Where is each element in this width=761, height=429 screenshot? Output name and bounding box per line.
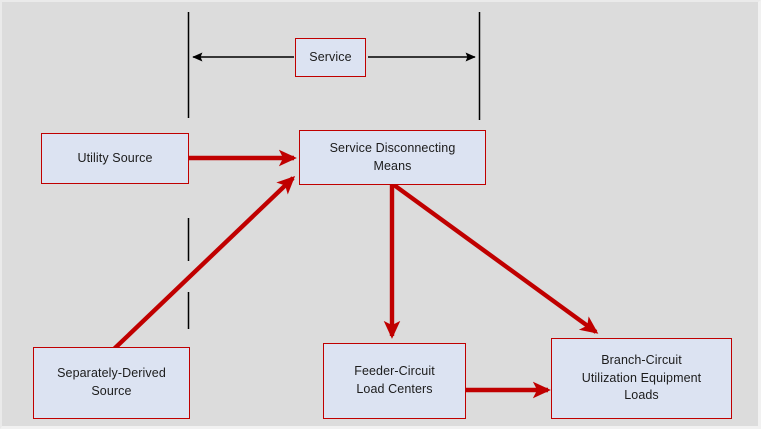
node-feeder-circuit-load-centers[interactable]: Feeder-Circuit Load Centers — [323, 343, 466, 419]
node-service-label: Service — [309, 49, 352, 64]
node-separately-derived-source-label: Separately-Derived Source — [57, 366, 166, 398]
node-separately-derived-source[interactable]: Separately-Derived Source — [33, 347, 190, 419]
node-branch-circuit-utilization-equipment-loads[interactable]: Branch-Circuit Utilization Equipment Loa… — [551, 338, 732, 419]
node-utility-source[interactable]: Utility Source — [41, 133, 189, 184]
node-branch-circuit-utilization-equipment-loads-label: Branch-Circuit Utilization Equipment Loa… — [581, 352, 702, 403]
arrow-separately-to-sdm — [112, 176, 296, 351]
node-service[interactable]: Service — [295, 38, 366, 77]
arrow-sdm-to-branch — [392, 183, 599, 334]
node-service-disconnecting-means[interactable]: Service Disconnecting Means — [299, 130, 486, 185]
node-service-disconnecting-means-label: Service Disconnecting Means — [329, 140, 456, 173]
node-feeder-circuit-load-centers-label: Feeder-Circuit Load Centers — [354, 364, 435, 396]
node-utility-source-label: Utility Source — [77, 150, 153, 165]
